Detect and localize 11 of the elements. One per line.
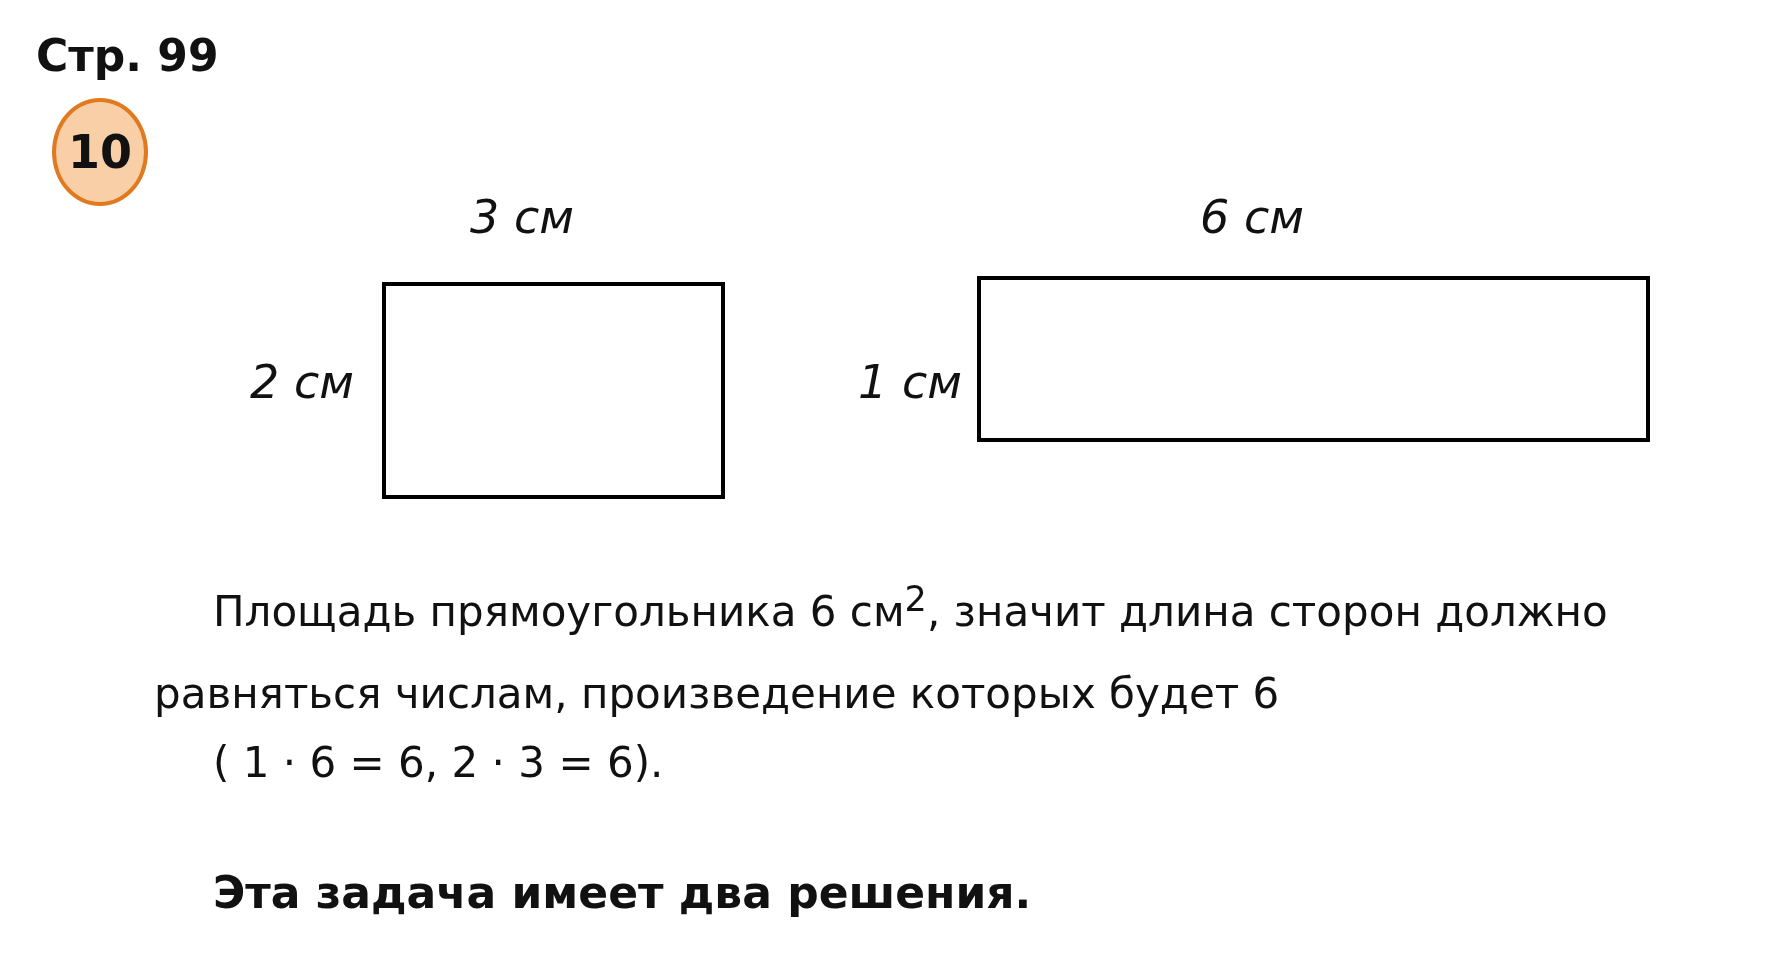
conclusion-text: Эта задача имеет два решения.: [213, 866, 1033, 920]
page-title: Стр. 99: [36, 30, 219, 81]
dimension-label: 6 см: [1200, 190, 1304, 244]
dimension-label: 3 см: [470, 190, 574, 244]
rectangle-shape: [382, 282, 725, 499]
paragraph-text: ( 1 · 6 = 6, 2 · 3 = 6).: [213, 737, 665, 789]
paragraph-text: Площадь прямоугольника 6 см$^{2}$, значит длина сторон должно равняться числам, произведение которых будет 6: [154, 578, 1609, 720]
number-badge: 10: [52, 98, 148, 206]
rectangle-shape: [977, 276, 1650, 442]
dimension-label: 2 см: [250, 355, 354, 409]
dimension-label: 1 см: [858, 355, 962, 409]
